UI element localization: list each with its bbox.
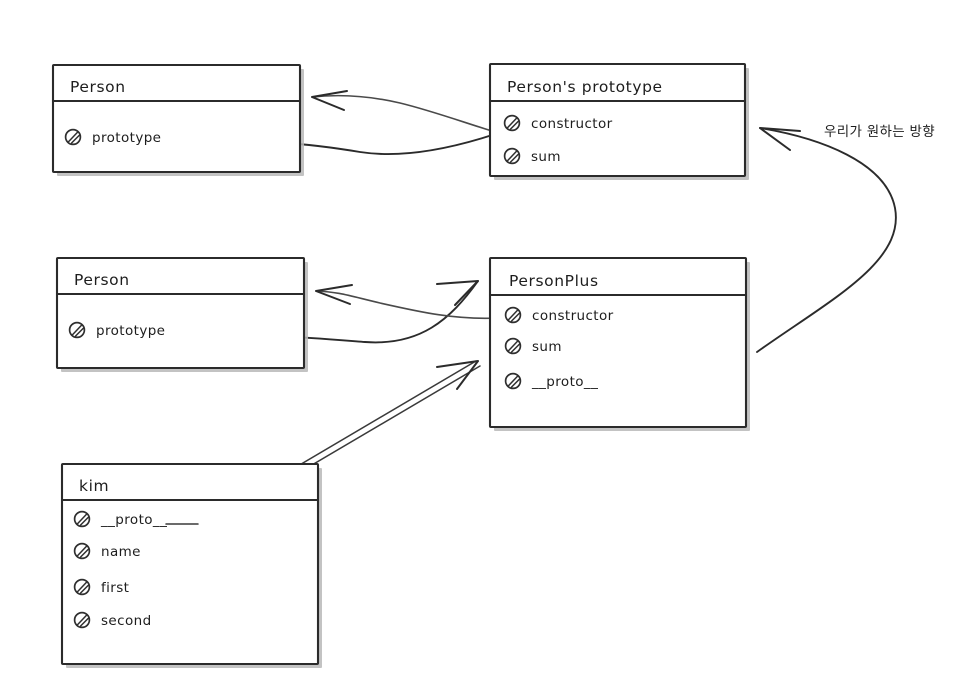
property-key-icon [73, 578, 91, 596]
box-person-middle[interactable]: Person prototype [55, 256, 308, 372]
property-label: constructor [531, 116, 613, 132]
arrow-personplus-to-protoobj-desired [756, 127, 897, 353]
box-title: Person's prototype [507, 78, 663, 96]
property-label: prototype [92, 130, 161, 146]
property-key-icon [503, 114, 521, 132]
property-label: __proto__ [100, 512, 167, 528]
property-key-icon [68, 321, 86, 339]
box-title: Person [74, 271, 130, 289]
property-key-icon [73, 510, 91, 528]
property-key-icon [73, 542, 91, 560]
property-label: prototype [96, 323, 165, 339]
box-title: Person [70, 78, 126, 96]
property-key-icon [504, 337, 522, 355]
property-label: sum [532, 339, 562, 355]
property-key-icon [73, 611, 91, 629]
property-key-icon [504, 306, 522, 324]
property-label: __proto__ [531, 374, 598, 390]
property-label: constructor [532, 308, 614, 324]
property-label: sum [531, 149, 561, 165]
box-person-top[interactable]: Person prototype [51, 63, 304, 176]
box-person-prototype[interactable]: Person's prototype constructor sum [488, 62, 749, 180]
property-key-icon [64, 128, 82, 146]
property-label: first [101, 580, 129, 596]
property-label: name [101, 544, 141, 560]
property-key-icon [504, 372, 522, 390]
property-key-icon [503, 147, 521, 165]
box-kim[interactable]: kim __proto__ name first [60, 462, 322, 668]
property-label: second [101, 613, 152, 629]
arrow-personplus-to-person-middle [315, 284, 499, 320]
box-title: kim [79, 477, 109, 495]
box-person-plus[interactable]: PersonPlus constructor sum __proto__ [488, 256, 750, 431]
annotation-desired-direction: 우리가 원하는 방향 [824, 124, 935, 140]
box-title: PersonPlus [509, 272, 599, 290]
